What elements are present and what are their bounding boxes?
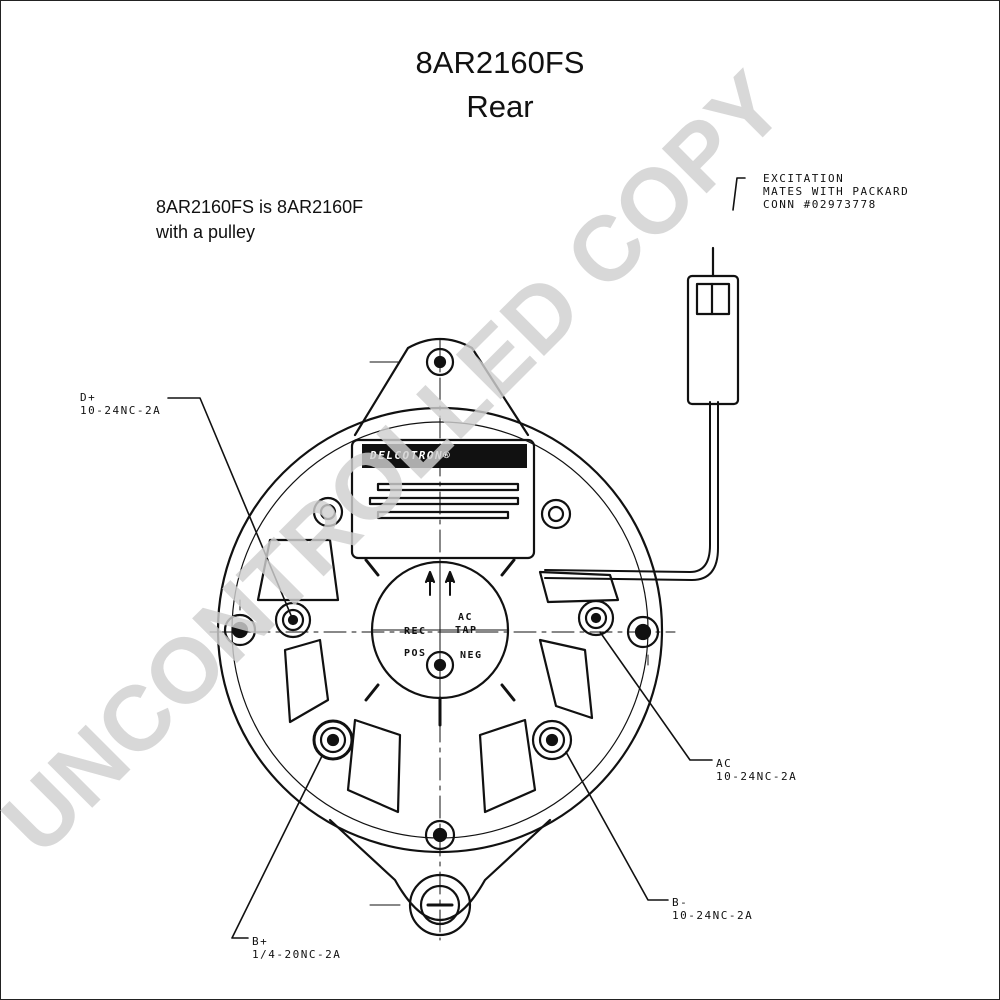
vent-window-1 — [283, 638, 330, 724]
ac-callout: AC 10-24NC-2A — [716, 757, 797, 783]
hub-label-tap: TAP — [455, 625, 478, 636]
hub-label-ac: AC — [458, 612, 474, 623]
vent-window-5 — [256, 538, 340, 602]
vent-window-2 — [538, 638, 594, 720]
d-plus-callout: D+ 10-24NC-2A — [80, 391, 161, 417]
regulator-brand-text: DELCOTRON® — [370, 449, 452, 462]
excitation-line-1: EXCITATION — [763, 172, 845, 185]
d-plus-name: D+ — [80, 391, 97, 404]
ac-name: AC — [716, 757, 733, 770]
upper-mounting-ear — [353, 338, 530, 437]
hub-label-neg: NEG — [460, 650, 483, 661]
page-title: 8AR2160FS — [415, 45, 585, 80]
hub-label-pos: POS — [404, 648, 427, 659]
d-plus-leader — [167, 397, 294, 621]
left-lug — [223, 613, 257, 647]
regulator-label-plate — [362, 444, 527, 468]
vent-window-6 — [538, 570, 620, 604]
b-minus-leader — [565, 751, 669, 901]
b-minus-callout: B- 10-24NC-2A — [672, 896, 753, 922]
regulator-screw-right — [540, 498, 572, 530]
hub-label-rec: REC — [404, 626, 427, 637]
ac-terminal — [577, 599, 615, 637]
excitation-line-2: MATES WITH PACKARD — [763, 185, 910, 198]
regulator-box — [350, 438, 536, 560]
b-plus-terminal — [312, 719, 354, 761]
excitation-callout: EXCITATION MATES WITH PACKARD CONN #0297… — [763, 172, 909, 211]
b-plus-leader — [231, 755, 323, 939]
vent-window-3 — [346, 718, 402, 814]
b-minus-thread: 10-24NC-2A — [672, 909, 754, 922]
b-minus-name: B- — [672, 896, 689, 909]
note-line-1: 8AR2160FS is 8AR2160F — [156, 197, 364, 217]
regulator-screw-left — [312, 496, 344, 528]
excitation-leader — [732, 177, 746, 211]
b-plus-name: B+ — [252, 935, 269, 948]
b-minus-terminal — [531, 719, 573, 761]
page-subtitle: Rear — [466, 89, 534, 124]
excitation-wire — [544, 401, 711, 573]
note-line-2: with a pulley — [156, 222, 256, 242]
d-plus-terminal — [274, 601, 312, 639]
d-plus-thread: 10-24NC-2A — [80, 404, 162, 417]
b-plus-thread: 1/4-20NC-2A — [252, 948, 342, 961]
ac-thread: 10-24NC-2A — [716, 770, 798, 783]
b-plus-callout: B+ 1/4-20NC-2A — [252, 935, 341, 961]
vent-window-4 — [478, 718, 537, 814]
excitation-line-3: CONN #02973778 — [763, 198, 877, 211]
ac-leader — [599, 631, 713, 761]
